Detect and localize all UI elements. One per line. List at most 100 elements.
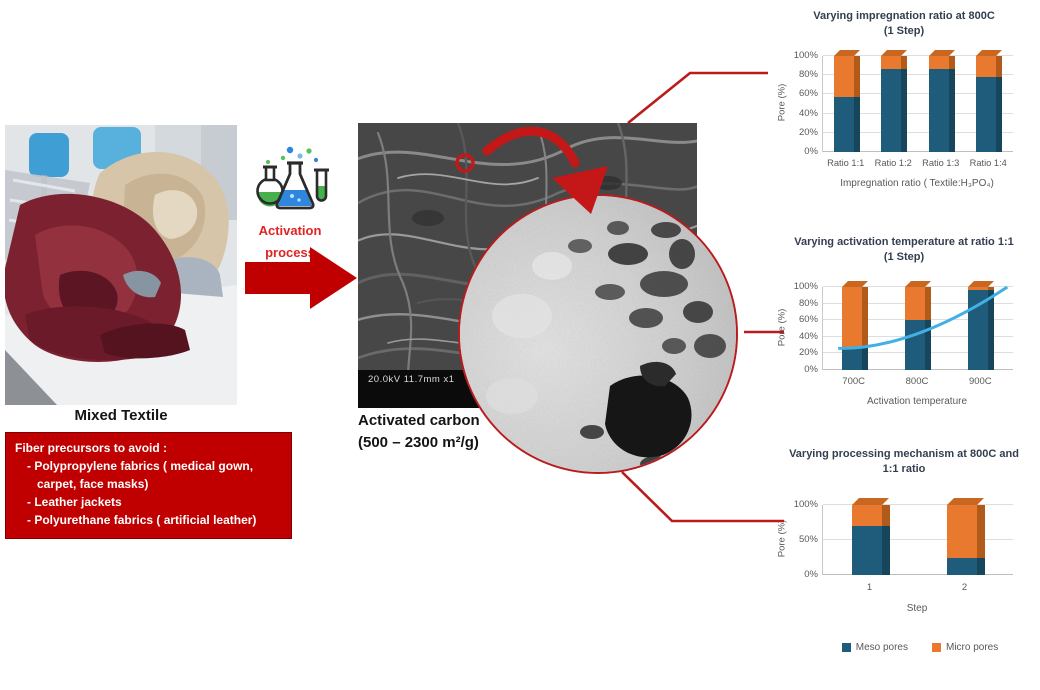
activation-label-line1: Activation: [258, 223, 322, 238]
connector-line-bottom-chart: [621, 471, 784, 523]
activation-process-label: Activation process: [246, 220, 334, 264]
bar-segment-meso-pores: [841, 346, 868, 370]
chart-processing-mechanism: Varying processing mechanism at 800C and…: [770, 440, 1038, 640]
x-tick: Ratio 1:2: [874, 158, 912, 168]
grid-line: [823, 93, 1013, 95]
bar-segment-micro-pores: [905, 287, 931, 321]
x-tick: 900C: [968, 376, 992, 387]
stacked-bar-2: [946, 498, 985, 575]
y-tick: 0%: [804, 363, 818, 375]
stacked-bar-Ratio 1:2: [881, 50, 908, 152]
x-axis-label: Activation temperature: [866, 396, 968, 407]
stacked-bar-800C: [905, 281, 931, 370]
grid-line: [823, 131, 1013, 133]
y-tick: 40%: [798, 107, 818, 119]
textile-photo-illustration: [5, 125, 237, 405]
bar-segment-meso-pores: [928, 69, 955, 152]
chart-title-line2: 1:1 ratio: [882, 463, 926, 475]
legend-item-micro: Micro pores: [932, 642, 998, 653]
sem-caption: Activated carbon (500 – 2300 m²/g): [358, 410, 480, 454]
x-tick: Ratio 1:1: [827, 158, 865, 168]
y-tick: 100%: [793, 281, 818, 292]
x-axis-categories: Ratio 1:1 Ratio 1:2 Ratio 1:3 Ratio 1:4: [822, 158, 1012, 168]
warning-box-title: Fiber precursors to avoid :: [15, 441, 168, 455]
trend-line: [838, 285, 1009, 350]
x-tick: 700C: [842, 376, 866, 387]
x-tick: 2: [961, 582, 968, 593]
bar-segment-micro-pores: [946, 505, 985, 558]
bar-segment-micro-pores: [881, 56, 908, 70]
warning-item: Leather jackets: [27, 493, 282, 511]
plot-area: [822, 281, 1013, 370]
x-tick: 800C: [905, 376, 929, 387]
y-tick: 20%: [798, 347, 818, 359]
bar-segment-micro-pores: [976, 56, 1003, 78]
y-tick: 40%: [798, 330, 818, 342]
grid-line: [823, 539, 1013, 540]
chart-title-line1: Varying impregnation ratio at 800C: [813, 10, 995, 22]
x-axis-label: Step: [906, 603, 928, 614]
plot-area: [822, 50, 1013, 152]
grid-line: [823, 574, 1013, 575]
grid-line: [823, 74, 1013, 76]
stacked-bar-Ratio 1:1: [833, 50, 860, 152]
bar-segment-meso-pores: [905, 320, 931, 370]
flasks-icon: [256, 146, 329, 210]
sem-caption-line2: (500 – 2300 m²/g): [358, 433, 479, 451]
y-tick: 60%: [798, 88, 818, 100]
bar-segment-micro-pores: [833, 56, 860, 98]
y-tick: 50%: [798, 534, 818, 545]
warning-item: Polyurethane fabrics ( artificial leathe…: [27, 511, 282, 529]
x-axis-label: Impregnation ratio ( Textile:H₃PO₄): [840, 178, 994, 189]
x-tick: Ratio 1:4: [969, 158, 1007, 168]
legend-item-meso: Meso pores: [841, 642, 908, 653]
connector-line-top-chart: [627, 71, 768, 125]
chart-legend: Meso pores Micro pores: [800, 642, 1040, 653]
bar-segment-micro-pores: [851, 505, 890, 526]
legend-label: Meso pores: [855, 642, 908, 653]
zoom-inset-circle: [458, 194, 738, 474]
y-tick: 80%: [798, 297, 818, 309]
warning-box-list: Polypropylene fabrics ( medical gown, ca…: [15, 457, 282, 529]
y-tick: 20%: [798, 126, 818, 138]
y-tick: 100%: [793, 499, 818, 510]
sem-scale-readout: 20.0kV 11.7mm x1: [368, 374, 455, 385]
y-axis-ticks: 0% 20% 40% 60% 80% 100%: [780, 51, 818, 157]
legend-label: Micro pores: [946, 642, 999, 653]
grid-line: [823, 504, 1013, 505]
y-tick: 0%: [804, 145, 818, 157]
bar-segment-micro-pores: [841, 287, 868, 347]
y-tick: 0%: [804, 569, 818, 580]
chart-activation-temperature: Varying activation temperature at ratio …: [770, 232, 1038, 432]
y-axis-ticks: 0% 50% 100%: [780, 500, 818, 580]
chart-title-line1: Varying processing mechanism at 800C and: [789, 448, 1019, 460]
grid-line: [823, 151, 1013, 152]
bar-segment-meso-pores: [976, 77, 1003, 152]
y-tick: 60%: [798, 314, 818, 326]
grid-line: [823, 112, 1013, 114]
bar-segment-meso-pores: [833, 97, 860, 152]
x-axis-categories: 700C 800C 900C: [822, 376, 1012, 387]
mixed-textile-photo: [5, 125, 237, 405]
bar-top-face: [851, 498, 889, 505]
stacked-bar-700C: [841, 281, 868, 370]
stacked-bar-Ratio 1:4: [976, 50, 1003, 152]
bar-segment-meso-pores: [881, 69, 908, 152]
sem-caption-line1: Activated carbon: [358, 412, 480, 429]
activated-carbon-texture: [460, 196, 736, 472]
activation-label-line2: process: [265, 245, 315, 261]
x-tick: Ratio 1:3: [922, 158, 960, 168]
chart-title-line2: (1 Step): [883, 25, 925, 37]
bar-segment-micro-pores: [928, 56, 955, 70]
stacked-bar-Ratio 1:3: [928, 50, 955, 152]
fiber-precursors-warning-box: Fiber precursors to avoid : Polypropylen…: [5, 432, 292, 539]
stacked-bar-1: [851, 498, 890, 575]
micro-pores-swatch: [932, 643, 941, 652]
y-tick: 80%: [798, 69, 818, 81]
chart-title-line1: Varying activation temperature at ratio …: [794, 236, 1014, 248]
bar-segment-meso-pores: [946, 557, 985, 575]
y-tick: 100%: [793, 50, 818, 61]
bar-top-face: [946, 498, 984, 505]
grid-line: [823, 55, 1013, 56]
